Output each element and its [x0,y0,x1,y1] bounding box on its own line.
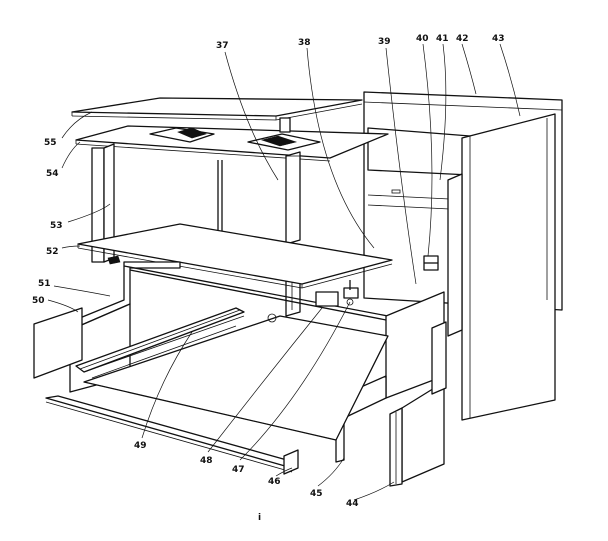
callout-43: 43 [492,34,505,44]
callout-38: 38 [298,38,311,48]
slide-rail [75,307,245,379]
callout-48: 48 [200,456,213,466]
cooktop-rail [75,117,389,162]
floor-panel [83,313,389,441]
footer-mark: i [258,513,261,523]
callout-47: 47 [232,465,245,475]
front-end-panel [33,307,83,379]
callout-40: 40 [416,34,429,44]
side-cabinet-panel [447,113,556,421]
callout-50: 50 [32,296,45,306]
leader-lines [47,43,521,501]
callout-labels: 37 38 39 40 41 42 43 55 54 53 52 51 50 4… [32,34,505,523]
base-rail [45,395,299,475]
rear-back-panel [123,265,389,321]
front-post [91,143,115,263]
callout-42: 42 [456,34,469,44]
callout-44: 44 [346,499,359,509]
callout-37: 37 [216,41,229,51]
door-hinge [423,255,439,271]
callout-52: 52 [46,247,59,257]
callout-54: 54 [46,169,59,179]
callout-51: 51 [38,279,51,289]
callout-53: 53 [50,221,63,231]
callout-55: 55 [44,138,57,148]
corner-panel [389,321,447,487]
rear-post [285,151,301,317]
valve-bracket [315,280,359,307]
shelf [77,223,393,289]
callout-46: 46 [268,477,281,487]
callout-41: 41 [436,34,449,44]
callout-39: 39 [378,37,391,47]
top-panel [71,97,363,121]
center-post [217,160,223,236]
callout-49: 49 [134,441,147,451]
callout-45: 45 [310,489,323,499]
